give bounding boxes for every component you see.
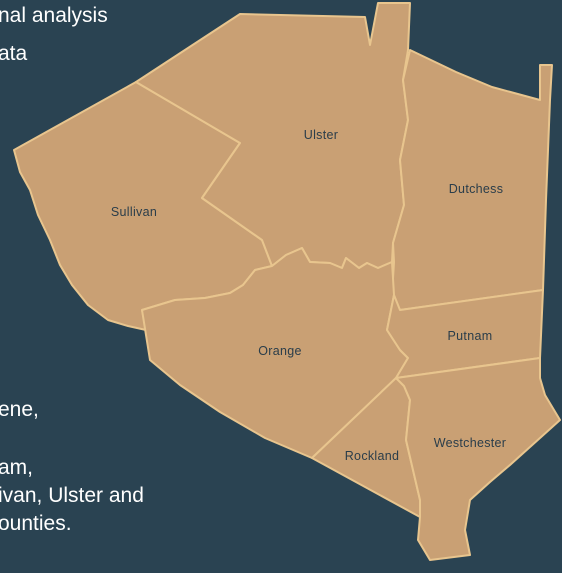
background-text-line: nal analysis (0, 4, 108, 27)
county-label-orange: Orange (258, 344, 302, 358)
background-text-line: ata (0, 42, 28, 65)
county-putnam[interactable] (386, 289, 544, 379)
county-orange[interactable] (141, 247, 409, 459)
county-label-rockland: Rockland (345, 449, 400, 463)
county-westchester[interactable] (395, 357, 561, 561)
county-label-sullivan: Sullivan (111, 205, 157, 219)
county-label-putnam: Putnam (448, 329, 493, 343)
county-label-ulster: Ulster (304, 128, 338, 142)
county-label-dutchess: Dutchess (449, 182, 504, 196)
background-text-line: ene, (0, 398, 39, 421)
county-dutchess[interactable] (391, 49, 553, 311)
background-text-line: ounties. (0, 512, 72, 535)
background-text-line: am, (0, 456, 34, 479)
background-text-line: ivan, Ulster and (0, 484, 144, 507)
county-label-westchester: Westchester (434, 436, 507, 450)
